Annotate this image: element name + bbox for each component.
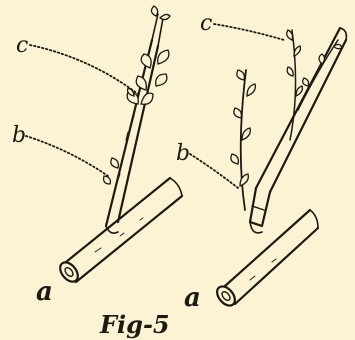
right-label-b: b bbox=[176, 141, 190, 166]
figure-caption: Fig-5 bbox=[99, 310, 170, 339]
right-label-a: a bbox=[184, 283, 201, 313]
left-leader-c bbox=[30, 45, 138, 94]
left-illustration: c b a bbox=[12, 6, 182, 307]
left-stock bbox=[57, 178, 182, 285]
right-stock bbox=[214, 210, 318, 309]
right-illustration: c b a bbox=[176, 11, 346, 313]
right-label-c: c bbox=[200, 11, 212, 36]
left-leader-b bbox=[26, 136, 108, 176]
right-leader-c bbox=[214, 24, 284, 40]
right-main-shoot bbox=[250, 28, 346, 233]
left-label-a: a bbox=[36, 277, 53, 307]
left-label-b: b bbox=[12, 123, 26, 148]
left-label-c: c bbox=[16, 33, 28, 58]
left-scion bbox=[104, 6, 170, 233]
